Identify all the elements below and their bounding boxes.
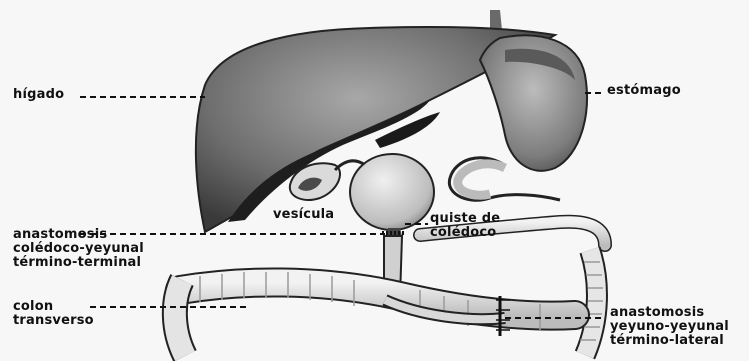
label-anastomosis-coledoco-yeyunal: anastomosis colédoco-yeyunal término-ter… bbox=[13, 228, 144, 270]
label-quiste-de-coledoco: quiste de colédoco bbox=[430, 212, 500, 240]
label-colon-transverso: colon transverso bbox=[13, 300, 94, 328]
label-anastomosis-yeyuno-yeyunal: anastomosis yeyuno-yeyunal término-later… bbox=[610, 306, 729, 348]
label-estomago: estómago bbox=[607, 84, 681, 98]
choledochal-cyst bbox=[350, 154, 434, 230]
label-vesicula: vesícula bbox=[273, 208, 334, 222]
label-higado: hígado bbox=[13, 88, 64, 102]
